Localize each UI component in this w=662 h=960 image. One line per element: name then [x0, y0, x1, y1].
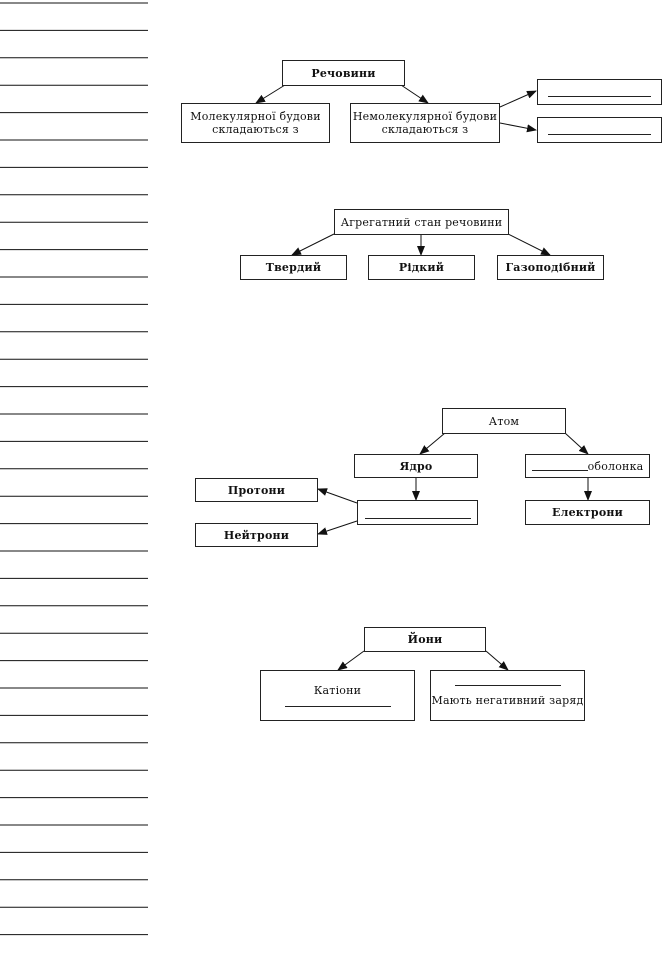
molecular-line-2: складаються з [212, 123, 299, 136]
margin-ruled-lines [0, 2, 148, 936]
blank-answer-box-1[interactable] [537, 79, 662, 105]
state-gas-box: Газоподібний [497, 255, 604, 280]
ions-root-label: Йони [407, 633, 443, 646]
protons-label: Протони [227, 483, 286, 497]
molecular-line-1: Молекулярної будови [190, 110, 321, 123]
ions-root-box: Йони [364, 627, 486, 652]
electrons-label: Електрони [552, 506, 623, 519]
arrow-to-molecular [255, 84, 286, 104]
shell-suffix-label: оболонка [587, 459, 644, 473]
anions-description: Мають негативний заряд [431, 694, 584, 707]
anions-box[interactable]: Мають негативний заряд [430, 670, 585, 721]
arrow-to-nucleus [419, 432, 446, 455]
nonmolecular-structure-box: Немолекулярної будови складаються з [350, 103, 500, 143]
atom-root-label: Атом [488, 414, 520, 428]
arrow-to-shell [564, 432, 589, 455]
nucleus-blank-line [364, 517, 471, 519]
blank-answer-line-2 [548, 133, 651, 135]
state-liquid-label: Рідкий [398, 261, 445, 274]
nucleus-label: Ядро [399, 459, 433, 473]
cations-label: Катіони [313, 684, 362, 697]
anions-blank-line [454, 684, 561, 686]
state-solid-label: Твердий [265, 261, 322, 274]
state-of-matter-root-box: Агрегатний стан речовини [334, 209, 509, 235]
atom-root-box: Атом [442, 408, 566, 434]
arrow-to-solid [291, 233, 335, 256]
nucleus-blank-box[interactable] [357, 500, 478, 525]
shell-box[interactable]: оболонка [525, 454, 650, 478]
substances-root-box: Речовини [282, 60, 405, 86]
arrow-to-neutrons [317, 520, 358, 535]
molecular-structure-box: Молекулярної будови складаються з [181, 103, 330, 143]
blank-answer-line-1 [548, 95, 651, 97]
neutrons-box: Нейтрони [195, 523, 318, 547]
blank-answer-box-2[interactable] [537, 117, 662, 143]
arrow-to-cations [337, 650, 365, 671]
cations-box[interactable]: Катіони [260, 670, 415, 721]
neutrons-label: Нейтрони [223, 528, 290, 542]
arrow-to-gas [507, 233, 551, 256]
arrow-to-anions [485, 650, 509, 671]
substances-root-label: Речовини [311, 66, 376, 80]
cations-blank-line [284, 705, 391, 707]
nonmolecular-line-2: складаються з [381, 123, 469, 136]
arrow-to-nonmolecular [400, 84, 429, 104]
protons-box: Протони [195, 478, 318, 502]
state-gas-label: Газоподібний [505, 261, 596, 274]
electrons-box: Електрони [525, 500, 650, 525]
arrow-to-blank-2 [499, 122, 537, 133]
state-liquid-box: Рідкий [368, 255, 475, 280]
arrow-to-blank-1 [499, 90, 537, 108]
arrow-to-protons [317, 488, 358, 504]
state-solid-box: Твердий [240, 255, 347, 280]
nonmolecular-line-1: Немолекулярної будови [352, 110, 498, 123]
state-of-matter-root-label: Агрегатний стан речовини [340, 215, 503, 229]
shell-blank-line [531, 469, 588, 471]
nucleus-box: Ядро [354, 454, 478, 478]
